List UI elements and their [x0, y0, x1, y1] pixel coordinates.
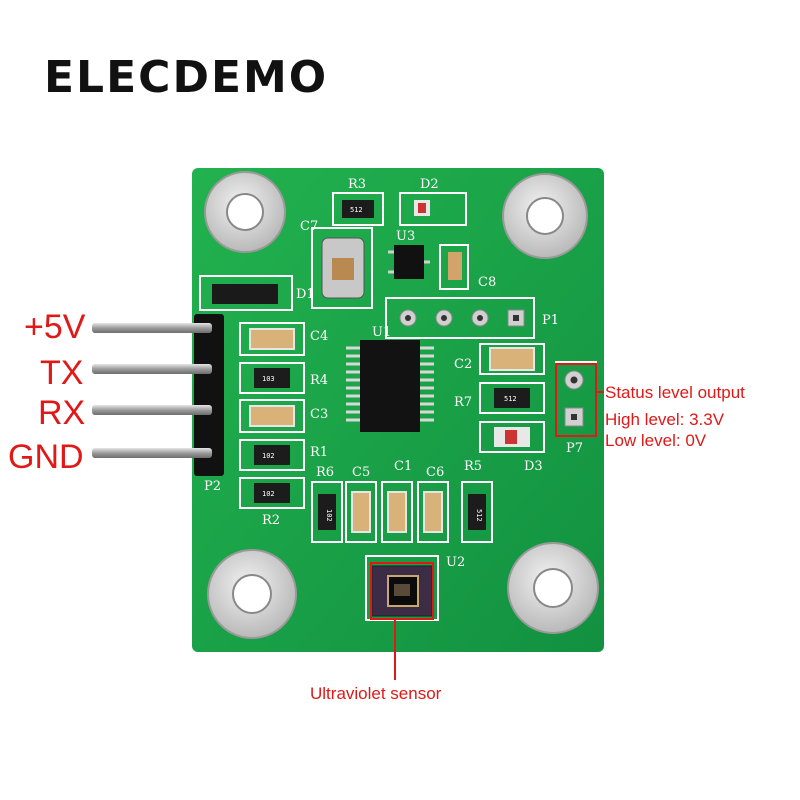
code-r7: 512 [504, 395, 517, 403]
silk-u1: U1 [372, 325, 391, 340]
ic-u1 [346, 340, 434, 432]
silk-r4: R4 [310, 373, 328, 388]
mounting-hole-bottom-right [507, 542, 599, 634]
mounting-hole-top-left [204, 171, 286, 253]
silk-r3: R3 [348, 177, 366, 192]
silk-r7: R7 [454, 395, 472, 410]
smd-components [212, 200, 535, 533]
silk-c3: C3 [310, 407, 328, 422]
code-r5: 512 [475, 509, 483, 522]
silk-c8: C8 [478, 275, 496, 290]
silk-u3: U3 [396, 229, 415, 244]
pin-label-tx: TX [40, 354, 84, 392]
silk-d1: D1 [296, 287, 315, 302]
sensor-callout-frame [370, 562, 434, 620]
silk-c6: C6 [426, 465, 444, 480]
silk-c1: C1 [394, 459, 412, 474]
silk-p7: P7 [566, 441, 583, 456]
code-r6: 102 [325, 509, 333, 522]
silk-c5: C5 [352, 465, 370, 480]
code-r4: 103 [262, 375, 275, 383]
silk-r5: R5 [464, 459, 482, 474]
silk-c2: C2 [454, 357, 472, 372]
status-callout-frame [555, 363, 597, 437]
status-callout-high: High level: 3.3V [605, 410, 725, 429]
silk-d2: D2 [420, 177, 439, 192]
pin-label-rx: RX [38, 394, 86, 432]
code-r3: 512 [350, 206, 363, 214]
ic-u3 [394, 245, 424, 279]
pin-label-5v: +5V [24, 308, 86, 346]
status-callout-title: Status level output [605, 383, 745, 402]
status-callout-low: Low level: 0V [605, 431, 707, 450]
silk-r6: R6 [316, 465, 334, 480]
silk-r2: R2 [262, 513, 280, 528]
brand-logo: ELECDEMO [44, 52, 329, 103]
silk-p1: P1 [542, 313, 559, 328]
silk-c7: C7 [300, 219, 318, 234]
header-p1 [399, 309, 525, 327]
header-p2 [92, 314, 224, 476]
sensor-callout-label: Ultraviolet sensor [310, 684, 442, 703]
silk-p2: P2 [204, 479, 221, 494]
silk-d3: D3 [524, 459, 543, 474]
pin-label-gnd: GND [8, 438, 84, 476]
code-r2: 102 [262, 490, 275, 498]
mounting-hole-bottom-left [207, 549, 297, 639]
silk-r1: R1 [310, 445, 328, 460]
code-r1: 102 [262, 452, 275, 460]
silkscreen-outlines [199, 192, 597, 621]
uv-sensor-u2 [371, 565, 433, 617]
silk-c4: C4 [310, 329, 328, 344]
mounting-hole-top-right [502, 173, 588, 259]
status-pads-p7 [564, 370, 584, 427]
silk-u2: U2 [446, 555, 465, 570]
